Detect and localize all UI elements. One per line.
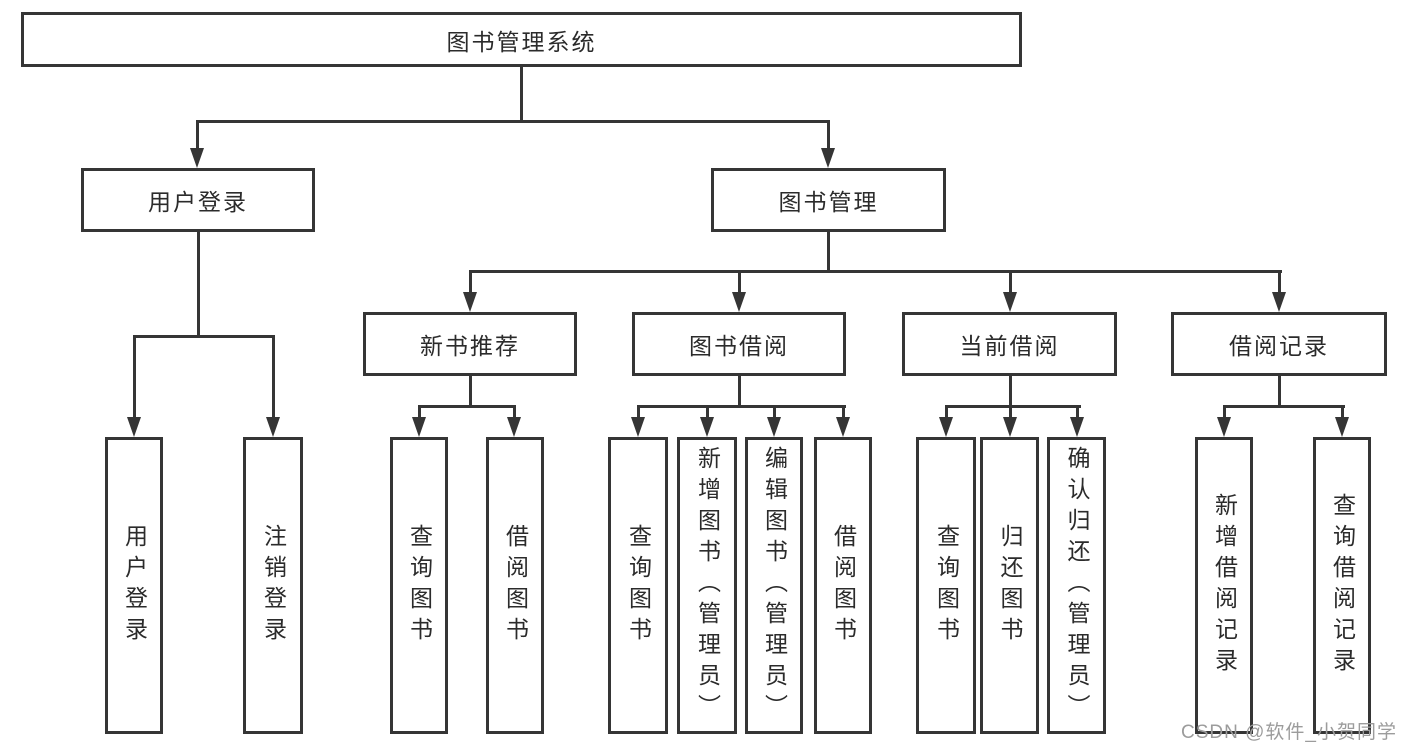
leaf-current-confirm-return-admin-label: 确认归还（管理员） [1064,446,1090,725]
arrow-head [266,417,280,437]
leaf-borrow-query-books-label: 查询图书 [625,523,652,648]
connector-line [842,405,845,419]
arrow-head [1070,417,1084,437]
connector-line [196,120,199,150]
arrow-head [821,148,835,168]
arrow-head [732,292,746,312]
arrow-head [1003,417,1017,437]
connector-line [197,232,200,335]
node-book-borrow-label: 图书借阅 [689,333,789,359]
node-user-login: 用户登录 [81,168,315,232]
connector-line [738,270,741,296]
connector-line [1223,405,1226,419]
node-book-borrow: 图书借阅 [632,312,846,376]
connector-line [1223,405,1345,408]
connector-line [1341,405,1344,419]
connector-line [133,335,275,338]
leaf-newrec-query-books: 查询图书 [390,437,448,734]
connector-line [520,67,523,120]
connector-line [469,270,472,296]
csdn-watermark: CSDN @软件_小贺同学 [1181,722,1397,743]
connector-line [1009,405,1012,419]
connector-line [637,405,640,419]
connector-line [469,270,1282,273]
connector-line [418,405,516,408]
leaf-current-query-books-label: 查询图书 [933,523,960,648]
connector-line [827,120,830,150]
leaf-current-return-books-label: 归还图书 [997,523,1023,648]
leaf-borrow-edit-books-admin: 编辑图书（管理员） [745,437,803,734]
arrow-head [1272,292,1286,312]
arrow-head [939,417,953,437]
connector-line [133,335,136,419]
leaf-newrec-query-books-label: 查询图书 [406,523,433,648]
node-book-management: 图书管理 [711,168,946,232]
node-new-book-recommend: 新书推荐 [363,312,577,376]
connector-line [637,405,846,408]
arrow-head [127,417,141,437]
node-root: 图书管理系统 [21,12,1022,67]
leaf-current-return-books: 归还图书 [980,437,1039,734]
leaf-record-add-borrow-record: 新增借阅记录 [1195,437,1253,734]
leaf-newrec-borrow-books-label: 借阅图书 [502,523,529,648]
leaf-borrow-add-books-admin: 新增图书（管理员） [677,437,737,734]
arrow-head [412,417,426,437]
leaf-record-query-borrow-record-label: 查询借阅记录 [1329,492,1356,679]
connector-line [773,405,776,419]
arrow-head [1003,292,1017,312]
node-borrow-record: 借阅记录 [1171,312,1387,376]
node-book-management-label: 图书管理 [778,189,879,215]
leaf-user-login-label: 用户登录 [121,523,148,648]
arrow-head [767,417,781,437]
connector-line [738,376,741,405]
arrow-head [463,292,477,312]
connector-line [1009,270,1012,296]
leaf-newrec-borrow-books: 借阅图书 [486,437,544,734]
leaf-borrow-borrow-books-label: 借阅图书 [830,523,857,648]
connector-line [1278,270,1281,296]
connector-line [196,120,830,123]
node-borrow-record-label: 借阅记录 [1229,333,1329,359]
leaf-record-add-borrow-record-label: 新增借阅记录 [1211,492,1238,679]
connector-line [827,232,830,270]
node-new-book-recommend-label: 新书推荐 [420,333,520,359]
connector-line [945,405,948,419]
connector-line [272,335,275,419]
connector-line [469,376,472,405]
connector-line [418,405,421,419]
arrow-head [507,417,521,437]
arrow-head [1335,417,1349,437]
connector-line [706,405,709,419]
leaf-borrow-query-books: 查询图书 [608,437,668,734]
leaf-logout: 注销登录 [243,437,303,734]
arrow-head [631,417,645,437]
arrow-head [190,148,204,168]
connector-line [1278,376,1281,405]
leaf-record-query-borrow-record: 查询借阅记录 [1313,437,1371,734]
leaf-current-query-books: 查询图书 [916,437,976,734]
leaf-borrow-edit-books-admin-label: 编辑图书（管理员） [761,446,788,725]
leaf-borrow-add-books-admin-label: 新增图书（管理员） [694,446,721,725]
leaf-user-login: 用户登录 [105,437,163,734]
arrow-head [1217,417,1231,437]
connector-line [513,405,516,419]
arrow-head [700,417,714,437]
node-user-login-label: 用户登录 [148,189,248,215]
leaf-borrow-borrow-books: 借阅图书 [814,437,872,734]
connector-line [1076,405,1079,419]
connector-line [1009,376,1012,405]
node-current-borrow: 当前借阅 [902,312,1117,376]
node-current-borrow-label: 当前借阅 [959,333,1060,359]
node-root-label: 图书管理系统 [446,28,597,55]
leaf-logout-label: 注销登录 [260,523,287,648]
arrow-head [836,417,850,437]
leaf-current-confirm-return-admin: 确认归还（管理员） [1047,437,1106,734]
connector-line [945,405,1081,408]
